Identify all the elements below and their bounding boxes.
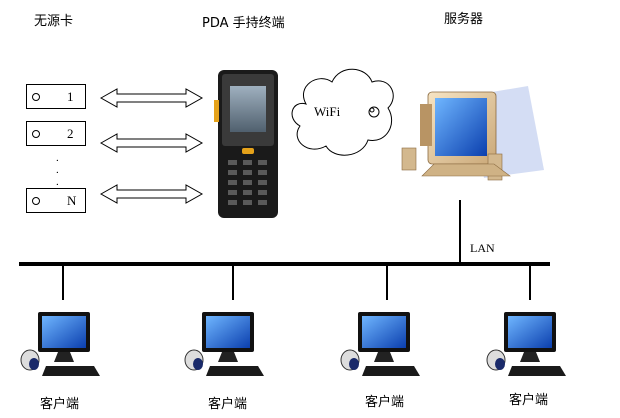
passive-card-2: 2 xyxy=(26,121,86,146)
client-computer-icon xyxy=(340,312,420,376)
double-arrow-icon xyxy=(99,184,204,204)
ellipsis-dot: . xyxy=(56,164,59,176)
passive-card-n: N xyxy=(26,188,86,213)
card-number: 1 xyxy=(67,89,74,104)
server-header: 服务器 xyxy=(444,12,484,27)
passive-card-1: 1 xyxy=(26,84,86,109)
client-computer-icon xyxy=(184,312,264,376)
card-number: 2 xyxy=(67,126,74,141)
client-label: 客户端 xyxy=(509,393,549,408)
ellipsis-dot: . xyxy=(56,152,59,164)
cards-header: 无源卡 xyxy=(34,14,74,29)
pda-device-icon xyxy=(214,70,278,218)
card-hole-icon xyxy=(32,93,40,101)
pda-header-text: PDA 手持终端 xyxy=(202,16,285,31)
client-label: 客户端 xyxy=(365,395,405,410)
client-computer-icon xyxy=(486,312,566,376)
card-hole-icon xyxy=(32,197,40,205)
wifi-label: WiFi xyxy=(314,104,341,119)
client-computer-icon xyxy=(20,312,100,376)
client-label: 客户端 xyxy=(208,397,248,412)
card-hole-icon xyxy=(32,130,40,138)
pda-header: PDA 手持终端 xyxy=(202,15,285,32)
double-arrow-icon xyxy=(99,133,204,153)
cloud-icon xyxy=(291,68,394,156)
server-computer-icon xyxy=(401,86,544,181)
lan-label: LAN xyxy=(470,241,495,255)
client-label: 客户端 xyxy=(40,397,80,412)
ellipsis-dot: . xyxy=(56,176,59,188)
card-number: N xyxy=(67,193,77,208)
double-arrow-icon xyxy=(99,88,204,108)
